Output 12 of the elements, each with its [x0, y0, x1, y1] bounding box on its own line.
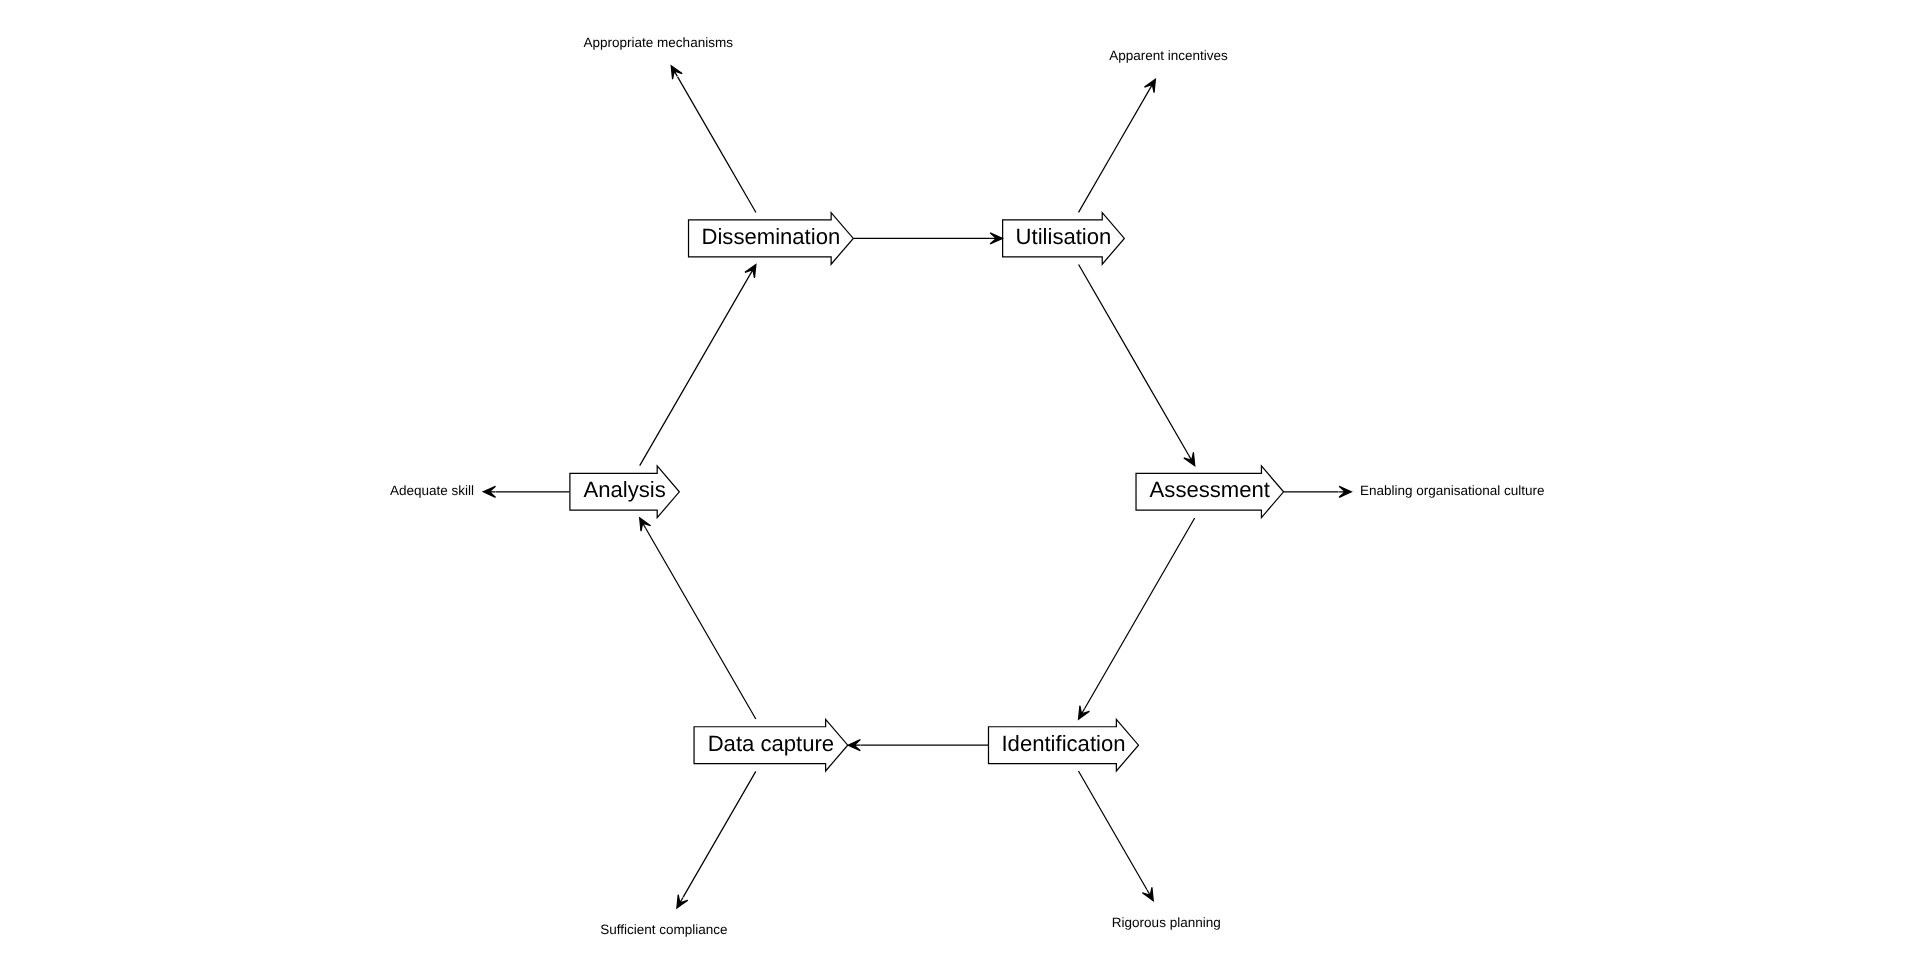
- arrow: [675, 770, 756, 909]
- arrow: [638, 517, 756, 720]
- arrow: [1077, 263, 1195, 467]
- arrow: [846, 739, 988, 752]
- arrow: [669, 65, 756, 214]
- arrow: [851, 232, 1002, 245]
- arrow: [1076, 770, 1153, 902]
- arrow: [1076, 517, 1195, 720]
- arrow: [1282, 485, 1352, 498]
- arrow: [638, 263, 756, 467]
- arrow: [1076, 78, 1156, 213]
- arrow: [481, 485, 570, 498]
